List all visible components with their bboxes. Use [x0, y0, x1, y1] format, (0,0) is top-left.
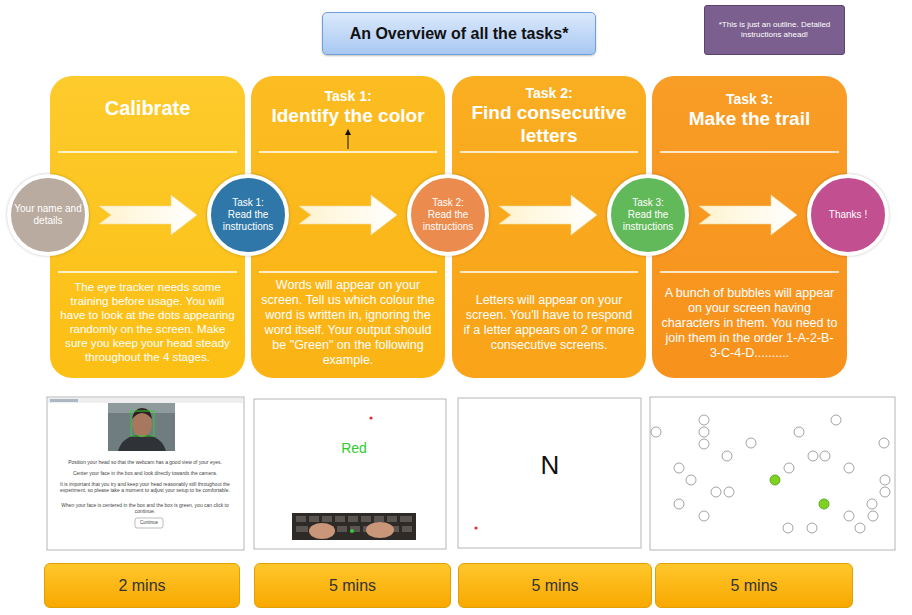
flow-arrow — [99, 195, 197, 235]
step-circle: Your name and details — [7, 174, 89, 256]
screenshot-text: Center your face in the box and look dir… — [52, 470, 238, 478]
duration-box: 5 mins — [655, 563, 853, 608]
panel-heading: Identify the color — [251, 105, 445, 128]
flow-arrow — [699, 195, 797, 235]
step-circle: Task 1: Read the instructions — [207, 174, 289, 256]
button-text: Continue — [135, 518, 163, 528]
panel-description: Words will appear on your screen. Tell u… — [251, 278, 445, 368]
letters-screenshot — [458, 398, 641, 548]
diagram-title: An Overview of all the tasks* — [350, 25, 569, 43]
duration-text: 2 mins — [118, 577, 165, 595]
flow-arrow — [299, 195, 397, 235]
stimulus-letter: N — [526, 450, 574, 482]
duration-text: 5 mins — [329, 577, 376, 595]
stimulus-word: Red — [330, 440, 378, 458]
panel-heading: Task 3: — [652, 91, 847, 108]
screenshot-text: Position your head so that the webcam ha… — [52, 459, 238, 467]
panel-body-area: The eye tracker needs some training befo… — [50, 274, 245, 372]
panel-body-area: A bunch of bubbles will appear on your s… — [652, 274, 847, 372]
duration-box: 5 mins — [254, 563, 451, 608]
screenshot-text: When your face is centered in the box an… — [52, 502, 238, 514]
panel-heading-group: Task 1:Identify the color — [251, 88, 445, 128]
panel-heading-group: Task 3:Make the trail — [652, 91, 847, 131]
duration-text: 5 mins — [730, 577, 777, 595]
screenshot-text: It is important that you try and keep yo… — [52, 481, 238, 495]
panel-body-area: Letters will appear on your screen. You'… — [452, 274, 646, 372]
panel-heading: Find consecutive letters — [452, 102, 646, 148]
panel-heading-group: Task 2:Find consecutive letters — [452, 85, 646, 147]
step-label: Thanks ! — [817, 209, 879, 221]
panel-dividers — [58, 152, 839, 272]
step-circle: Thanks ! — [807, 174, 889, 256]
panel-description: Letters will appear on your screen. You'… — [452, 293, 646, 353]
step-label: Task 1: Read the instructions — [220, 197, 276, 233]
trail-screenshot — [650, 397, 895, 550]
step-circle: Task 3: Read the instructions — [607, 174, 689, 256]
pointer-arrow — [345, 129, 351, 149]
panel-body-area: Words will appear on your screen. Tell u… — [251, 274, 445, 372]
duration-box: 2 mins — [44, 563, 240, 608]
step-label: Task 2: Read the instructions — [420, 197, 476, 233]
calibration-screenshot — [47, 397, 244, 550]
step-label: Your name and details — [13, 203, 83, 227]
note-text: *This is just an outline. Detailed instr… — [707, 20, 842, 40]
panel-description: A bunch of bubbles will appear on your s… — [652, 286, 847, 361]
duration-text: 5 mins — [531, 577, 578, 595]
duration-box: 5 mins — [458, 563, 652, 608]
step-circle: Task 2: Read the instructions — [407, 174, 489, 256]
stroop-screenshot — [254, 399, 446, 549]
note-box: *This is just an outline. Detailed instr… — [704, 5, 845, 55]
title-box: An Overview of all the tasks* — [322, 12, 596, 55]
panel-description: The eye tracker needs some training befo… — [50, 281, 245, 364]
panel-heading: Make the trail — [652, 108, 847, 131]
step-label: Task 3: Read the instructions — [620, 197, 676, 233]
panel-heading: Calibrate — [50, 96, 245, 120]
panel-heading: Task 2: — [452, 85, 646, 102]
panel-heading: Task 1: — [251, 88, 445, 105]
flow-arrow — [499, 195, 597, 235]
panel-heading-group: Calibrate — [50, 96, 245, 120]
